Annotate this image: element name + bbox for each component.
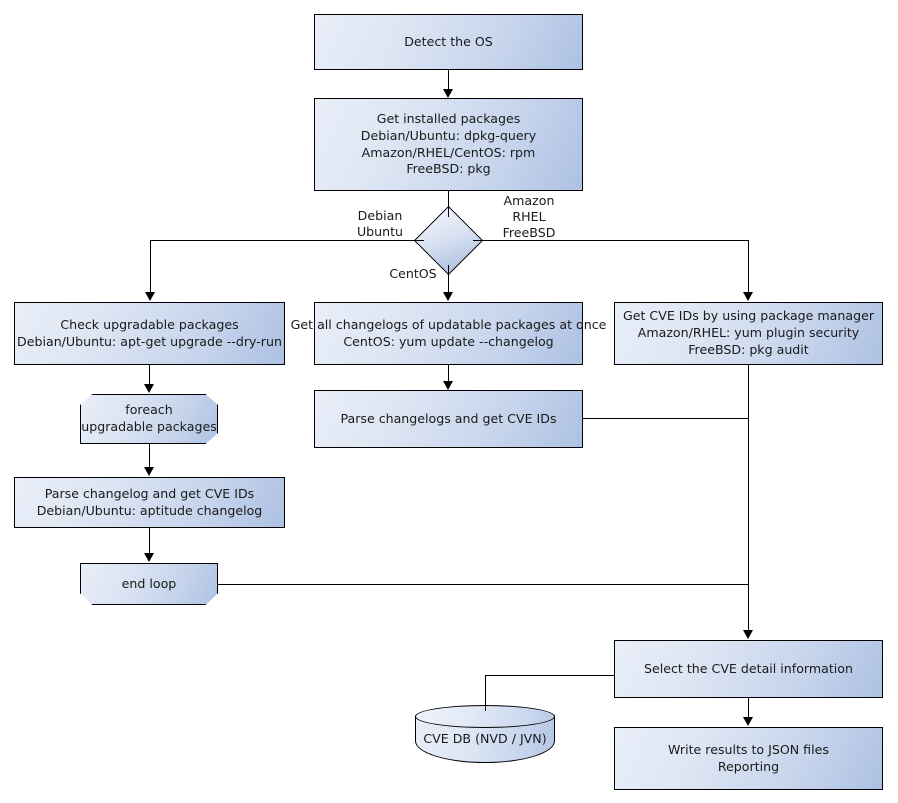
edge-foreach-to-parse-debian [149,444,151,468]
arrow-foreach-to-parse-debian [144,467,154,476]
node-check-upgradable-packages[interactable]: Check upgradable packages Debian/Ubuntu:… [14,302,285,365]
node-parse-changelogs-centos[interactable]: Parse changelogs and get CVE IDs [314,390,583,448]
node-parse-changelog-debian-line1: Parse changelog and get CVE IDs [44,485,255,501]
arrow-changelogs-to-parse-centos [443,381,453,390]
edge-branch-bar-right [473,240,749,242]
node-get-installed-packages-line4: FreeBSD: pkg [406,161,491,177]
node-end-loop[interactable]: end loop [80,563,218,605]
node-cve-database-label: CVE DB (NVD / JVN) [423,731,547,746]
node-select-cve-detail-label: Select the CVE detail information [644,660,853,676]
node-get-cve-ids-package-manager[interactable]: Get CVE IDs by using package manager Ama… [614,302,883,365]
node-get-installed-packages-line1: Get installed packages [376,111,521,127]
edge-detect-to-installed [448,70,450,90]
edge-select-cve-to-db-vertical [485,675,487,711]
node-foreach-upgradable-packages[interactable]: foreach upgradable packages [80,394,218,444]
node-foreach-line1: foreach [125,402,173,418]
node-cve-database[interactable]: CVE DB (NVD / JVN) [415,705,555,763]
node-detect-os[interactable]: Detect the OS [314,14,583,70]
arrow-select-cve-to-write-results [743,717,753,726]
node-get-cve-ids-package-manager-line3: FreeBSD: pkg audit [688,341,809,357]
node-select-cve-detail[interactable]: Select the CVE detail information [614,640,883,698]
edge-label-rhel: RHEL [512,208,546,224]
node-check-upgradable-packages-line1: Check upgradable packages [60,316,239,332]
node-parse-changelogs-centos-label: Parse changelogs and get CVE IDs [340,410,557,426]
edge-installed-to-decision [448,191,450,217]
edge-check-to-foreach [149,365,151,385]
edge-label-freebsd: FreeBSD [502,224,556,240]
node-detect-os-label: Detect the OS [404,33,493,49]
node-get-all-changelogs-line2: CentOS: yum update --changelog [343,333,554,349]
edge-label-debian-ubuntu-line2: Ubuntu [356,223,404,239]
node-write-results[interactable]: Write results to JSON files Reporting [614,727,883,790]
edge-end-loop-to-trunk [218,584,749,586]
edge-decision-to-pkgmgr [748,240,750,292]
arrow-decision-to-changelogs [443,292,453,301]
edge-label-amazon: Amazon [503,193,555,208]
node-write-results-line1: Write results to JSON files [668,741,829,757]
node-parse-changelog-debian-line2: Debian/Ubuntu: aptitude changelog [36,502,263,518]
edge-decision-to-changelogs [448,265,450,292]
node-write-results-line2: Reporting [717,758,780,774]
edge-select-cve-to-write-results [748,698,750,718]
node-check-upgradable-packages-line2: Debian/Ubuntu: apt-get upgrade --dry-run [17,333,282,349]
edge-parse-debian-to-end-loop [149,528,151,554]
edge-label-debian-ubuntu-line1: Debian [357,208,403,223]
node-get-cve-ids-package-manager-line2: Amazon/RHEL: yum plugin security [637,325,860,341]
edge-label-centos: CentOS [383,266,443,282]
node-get-all-changelogs[interactable]: Get all changelogs of updatable packages… [291,302,606,365]
edge-select-cve-to-db-horizontal [485,675,615,677]
node-get-cve-ids-package-manager-line1: Get CVE IDs by using package manager [622,308,875,324]
edge-decision-to-check-upgradable [150,240,152,292]
node-get-installed-packages-line2: Debian/Ubuntu: dpkg-query [360,127,537,143]
edge-label-centos-text: CentOS [389,266,437,281]
arrow-decision-to-pkgmgr [743,292,753,301]
arrow-parse-debian-to-end-loop [144,553,154,562]
arrow-decision-to-check-upgradable [145,292,155,301]
arrow-trunk-to-select-cve [743,630,753,639]
edge-changelogs-to-parse-centos [448,365,450,381]
edge-label-debian-ubuntu: Debian Ubuntu [345,208,415,240]
edge-branch-bar-left [150,240,424,242]
edge-label-amazon-rhel-freebsd: Amazon RHEL FreeBSD [490,193,568,241]
node-get-all-changelogs-line1: Get all changelogs of updatable packages… [290,316,607,332]
edge-parse-centos-to-trunk [583,418,749,420]
node-parse-changelog-debian[interactable]: Parse changelog and get CVE IDs Debian/U… [14,477,285,528]
arrow-check-to-foreach [144,384,154,393]
node-get-installed-packages[interactable]: Get installed packages Debian/Ubuntu: dp… [314,98,583,191]
node-end-loop-label: end loop [121,575,177,591]
node-get-installed-packages-line3: Amazon/RHEL/CentOS: rpm [361,144,536,160]
edge-trunk-to-select-cve [748,365,750,631]
node-foreach-line2: upgradable packages [81,419,217,434]
arrow-detect-to-installed [443,89,453,98]
